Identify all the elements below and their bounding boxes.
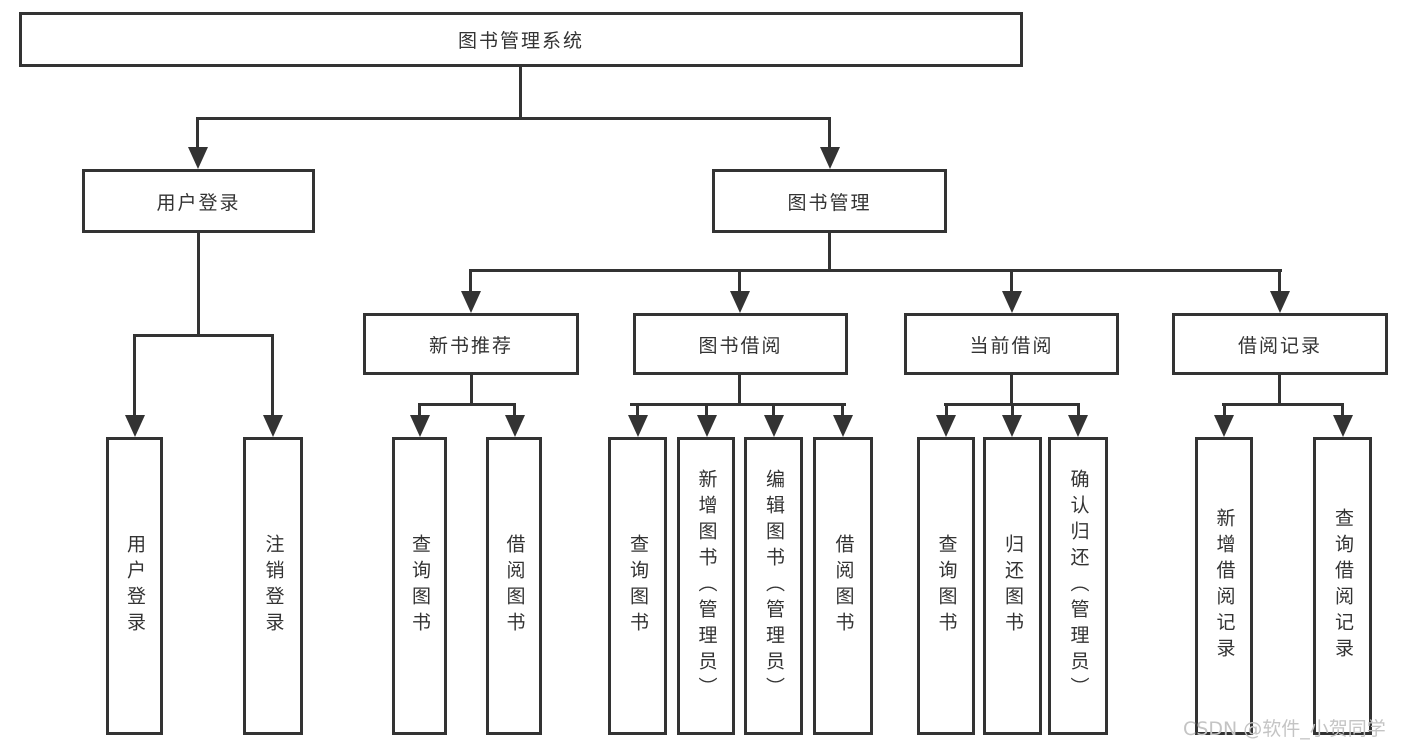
connector-leaf-stub [841, 403, 844, 417]
arrow-down-icon [820, 147, 840, 169]
connector-book-borrow-stem [738, 375, 741, 406]
connector-new-book-stem [470, 375, 473, 406]
connector-to-leaf-user-login [133, 334, 136, 417]
node-label: 查询图书 [935, 534, 958, 638]
connector-root-split [196, 117, 831, 120]
leaf-logout: 注销登录 [243, 437, 303, 735]
arrow-down-icon [1333, 415, 1353, 437]
connector-to-current-borrow [1010, 269, 1013, 295]
node-label: 借阅图书 [832, 534, 855, 638]
arrow-down-icon [461, 291, 481, 313]
node-label: 图书管理 [787, 191, 872, 214]
node-label: 新增借阅记录 [1213, 508, 1236, 664]
arrow-down-icon [730, 291, 750, 313]
leaf-edit-book-admin: 编辑图书（管理员） [744, 437, 803, 735]
leaf-query-books-current: 查询图书 [917, 437, 975, 735]
node-current-borrow: 当前借阅 [904, 313, 1119, 375]
node-label: 图书管理系统 [457, 30, 584, 52]
connector-user-login-stem [197, 233, 200, 336]
connector-leaf-stub [1223, 403, 1226, 417]
leaf-add-borrow-record: 新增借阅记录 [1195, 437, 1253, 735]
node-label: 查询借阅记录 [1332, 508, 1354, 664]
arrow-down-icon [188, 147, 208, 169]
arrow-down-icon [263, 415, 283, 437]
arrow-down-icon [936, 415, 956, 437]
node-label: 借阅记录 [1237, 334, 1322, 357]
node-new-book-recommend: 新书推荐 [363, 313, 579, 375]
leaf-borrow-books: 借阅图书 [813, 437, 873, 735]
connector-current-borrow-stem [1010, 375, 1013, 406]
leaf-user-login: 用户登录 [106, 437, 163, 735]
connector-root-stem [519, 67, 522, 118]
node-label: 新书推荐 [428, 334, 513, 357]
connector-leaf-stub [418, 403, 421, 417]
connector-leaf-stub [1011, 403, 1014, 417]
connector-book-borrow-split [630, 403, 846, 406]
connector-to-book-management [828, 117, 831, 149]
node-label: 归还图书 [1002, 534, 1024, 638]
node-book-borrow: 图书借阅 [633, 313, 848, 375]
connector-to-borrow-records [1278, 269, 1281, 295]
node-library-management-system: 图书管理系统 [19, 12, 1023, 67]
connector-borrow-records-split [1222, 403, 1344, 406]
leaf-return-book: 归还图书 [983, 437, 1042, 735]
leaf-add-book-admin: 新增图书（管理员） [677, 437, 735, 735]
leaf-confirm-return-admin: 确认归还（管理员） [1048, 437, 1108, 735]
node-label: 当前借阅 [969, 334, 1054, 357]
arrow-down-icon [410, 415, 430, 437]
leaf-borrow-books-recommend: 借阅图书 [486, 437, 542, 735]
node-borrow-records: 借阅记录 [1172, 313, 1388, 375]
watermark: CSDN @软件_小贺同学 [1183, 718, 1386, 740]
leaf-query-borrow-record: 查询借阅记录 [1313, 437, 1372, 735]
node-label: 新增图书（管理员） [695, 469, 718, 703]
connector-to-leaf-logout [271, 334, 274, 417]
arrow-down-icon [697, 415, 717, 437]
connector-to-user-login [196, 117, 199, 149]
arrow-down-icon [125, 415, 145, 437]
node-label: 确认归还（管理员） [1067, 469, 1090, 703]
arrow-down-icon [1002, 291, 1022, 313]
node-user-login: 用户登录 [82, 169, 315, 233]
node-label: 用户登录 [124, 534, 146, 638]
connector-leaf-stub [1341, 403, 1344, 417]
arrow-down-icon [1068, 415, 1088, 437]
arrow-down-icon [1214, 415, 1234, 437]
connector-leaf-stub [705, 403, 708, 417]
connector-user-login-split [133, 334, 274, 337]
connector-leaf-stub [513, 403, 516, 417]
leaf-query-books-recommend: 查询图书 [392, 437, 447, 735]
arrow-down-icon [764, 415, 784, 437]
arrow-down-icon [628, 415, 648, 437]
connector-to-book-borrow [738, 269, 741, 295]
node-label: 编辑图书（管理员） [763, 469, 785, 703]
node-label: 查询图书 [627, 534, 649, 638]
connector-borrow-records-stem [1278, 375, 1281, 406]
connector-leaf-stub [1077, 403, 1080, 417]
node-book-management: 图书管理 [712, 169, 947, 233]
node-label: 图书借阅 [698, 334, 783, 357]
node-label: 用户登录 [156, 191, 241, 214]
leaf-query-books-borrow: 查询图书 [608, 437, 667, 735]
arrow-down-icon [505, 415, 525, 437]
connector-leaf-stub [945, 403, 948, 417]
connector-leaf-stub [772, 403, 775, 417]
node-label: 查询图书 [409, 534, 431, 638]
connector-to-new-book [469, 269, 472, 295]
connector-book-management-stem [828, 233, 831, 272]
arrow-down-icon [1270, 291, 1290, 313]
arrow-down-icon [833, 415, 853, 437]
connector-leaf-stub [636, 403, 639, 417]
node-label: 借阅图书 [503, 534, 526, 638]
connector-new-book-split [418, 403, 516, 406]
node-label: 注销登录 [262, 534, 285, 638]
arrow-down-icon [1002, 415, 1022, 437]
connector-book-management-split [469, 269, 1282, 272]
